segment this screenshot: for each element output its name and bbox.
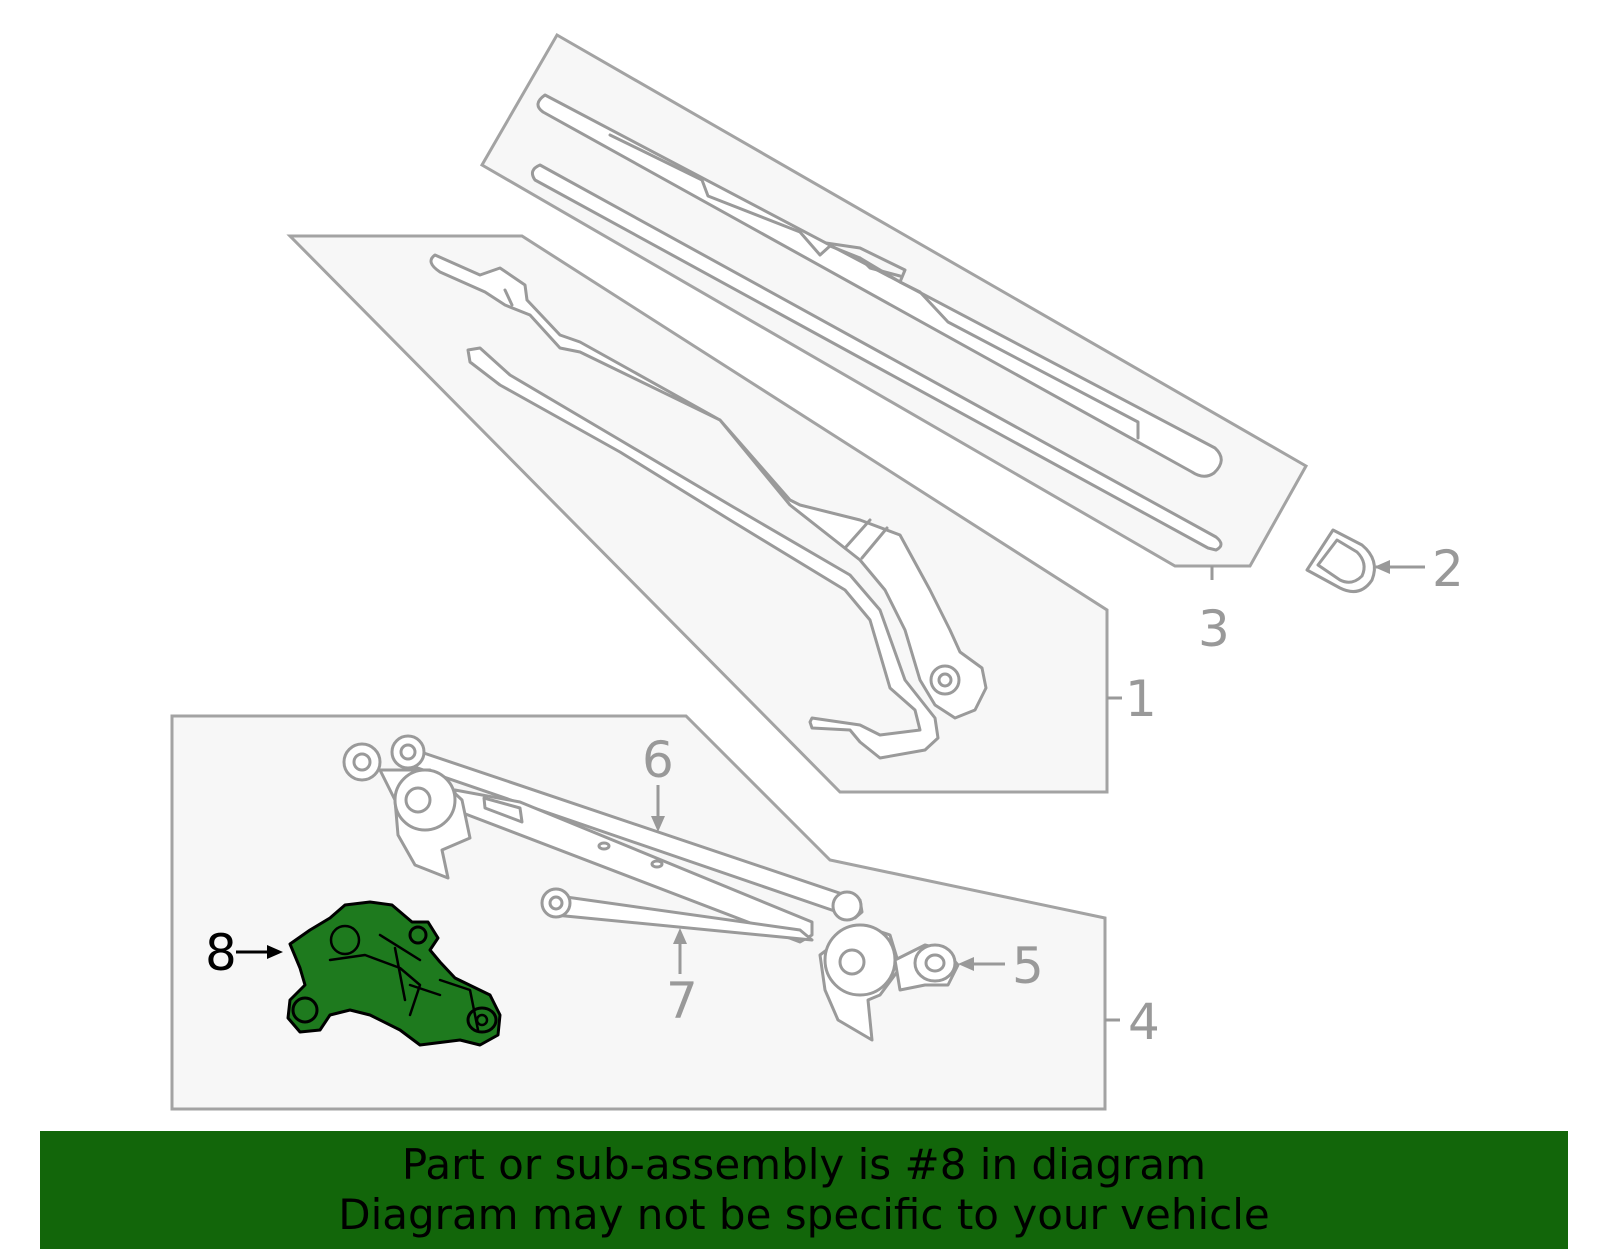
callout-1: 1 xyxy=(1125,670,1157,728)
banner-line-1: Part or sub-assembly is #8 in diagram xyxy=(401,1140,1207,1189)
callout-7: 7 xyxy=(666,972,698,1030)
wiper-arm-panel xyxy=(286,234,1109,794)
callout-2: 2 xyxy=(1432,540,1464,598)
banner-line-2: Diagram may not be specific to your vehi… xyxy=(338,1190,1270,1239)
wiper-motor-highlighted[interactable] xyxy=(286,900,502,1047)
callout-8: 8 xyxy=(205,924,237,982)
callout-6: 6 xyxy=(642,731,674,789)
callout-3: 3 xyxy=(1198,600,1230,658)
callout-5: 5 xyxy=(1012,937,1044,995)
wiper-blade-panel xyxy=(479,32,1309,568)
nut-cap xyxy=(1305,528,1376,594)
callout-4: 4 xyxy=(1128,993,1160,1051)
part-info-banner: Part or sub-assembly is #8 in diagram Di… xyxy=(40,1131,1568,1249)
leader-lines xyxy=(236,560,1425,1022)
